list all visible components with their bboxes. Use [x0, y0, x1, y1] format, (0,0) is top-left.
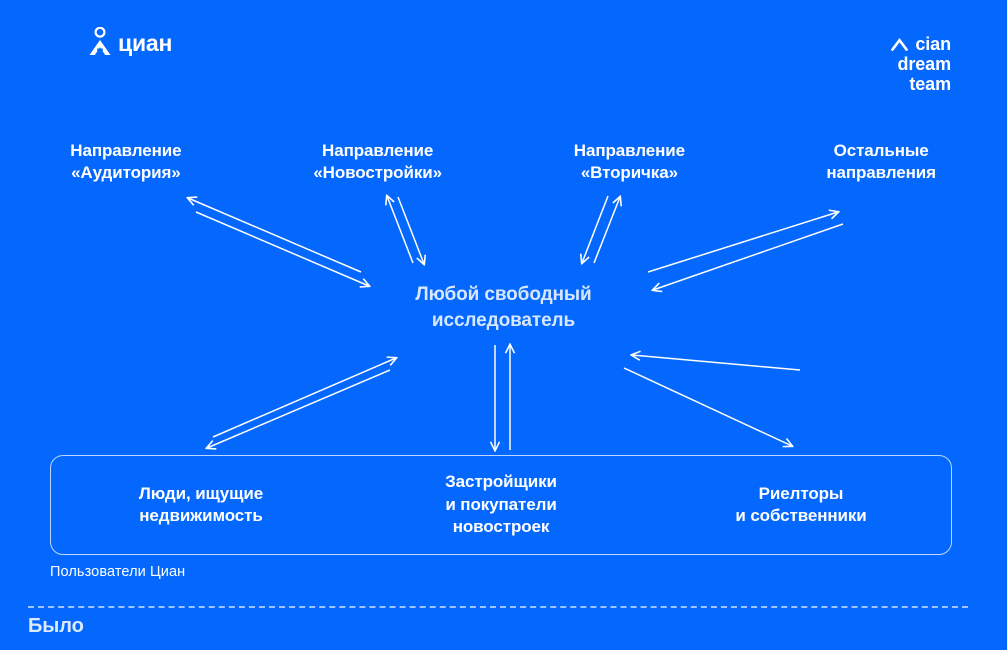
user-group-developers-buyers: Застройщики и покупатели новостроек — [351, 471, 651, 538]
arrow-other-to-center — [653, 223, 844, 290]
cdt-line-3: team — [909, 74, 951, 95]
user-group-developers-buyers-line3: новостроек — [452, 517, 550, 537]
direction-other: Остальные направления — [755, 140, 1007, 185]
user-group-realtors-owners: Риелторы и собственники — [651, 483, 951, 528]
cian-logo: циан — [88, 27, 172, 57]
arrow-audience-to-center — [195, 211, 369, 286]
cian-logo-text: циан — [118, 30, 173, 56]
arrow-center-to-realtors — [632, 355, 801, 371]
direction-headers: Направление «Аудитория» Направление «Нов… — [0, 140, 1007, 185]
direction-other-line2: направления — [826, 163, 936, 183]
arrow-center-to-secondary — [593, 197, 620, 264]
user-group-property-seekers: Люди, ищущие недвижимость — [51, 483, 351, 528]
users-box: Люди, ищущие недвижимость Застройщики и … — [50, 455, 952, 555]
user-group-developers-buyers-line1: Застройщики — [445, 472, 557, 492]
arrow-center-to-people — [207, 369, 391, 448]
user-group-realtors-owners-line1: Риелторы — [758, 483, 844, 503]
user-group-property-seekers-line2: недвижимость — [139, 506, 263, 525]
center-node-line2: исследователь — [431, 309, 576, 331]
cian-dream-team-logo: cian dream team — [891, 34, 951, 94]
arrow-people-to-center — [212, 358, 396, 438]
cian-pin-logo-icon — [89, 27, 111, 55]
arrow-center-to-newbuild — [387, 196, 414, 264]
direction-audience: Направление «Аудитория» — [0, 140, 252, 185]
footer-label: Было — [28, 615, 84, 637]
caret-up-icon — [891, 37, 909, 51]
direction-other-line1: Остальные — [833, 141, 929, 160]
arrow-secondary-to-center — [582, 195, 609, 263]
users-box-caption: Пользователи Циан — [50, 564, 186, 580]
direction-audience-line2: «Аудитория» — [71, 163, 181, 183]
footer-divider — [28, 606, 968, 608]
direction-new-buildings-line2: «Новостройки» — [313, 163, 442, 183]
direction-secondary-line1: Направление — [573, 141, 685, 160]
arrow-center-to-audience — [188, 198, 362, 273]
arrow-center-to-other — [647, 212, 838, 273]
center-node-line1: Любой свободный — [415, 284, 592, 305]
direction-secondary-line2: «Вторичка» — [580, 163, 678, 183]
direction-secondary: Направление «Вторичка» — [504, 140, 756, 185]
direction-new-buildings-line1: Направление — [322, 141, 434, 160]
cdt-line-2: dream — [897, 54, 951, 75]
cdt-first-row: cian — [891, 34, 951, 54]
cdt-line-1: cian — [915, 34, 951, 54]
user-group-developers-buyers-line2: и покупатели — [445, 494, 557, 514]
center-node: Любой свободный исследователь — [0, 282, 1007, 333]
arrow-realtors-to-center — [623, 367, 792, 446]
direction-audience-line1: Направление — [70, 141, 182, 160]
user-group-realtors-owners-line2: и собственники — [735, 506, 867, 525]
arrow-newbuild-to-center — [397, 196, 424, 264]
direction-new-buildings: Направление «Новостройки» — [252, 140, 504, 185]
user-group-property-seekers-line1: Люди, ищущие — [138, 483, 264, 503]
